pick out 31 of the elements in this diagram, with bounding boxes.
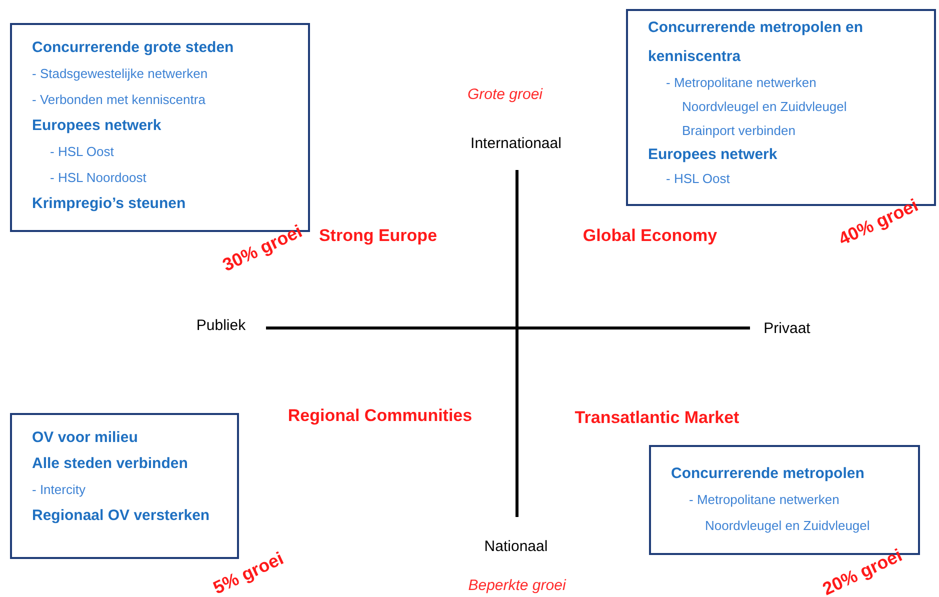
scale-label: Grote groei xyxy=(467,86,543,102)
list-item: - HSL Oost xyxy=(49,143,115,161)
list-item: Noordvleugel en Zuidvleugel xyxy=(681,98,848,116)
axis-label: Internationaal xyxy=(470,134,562,152)
list-item: - Metropolitane netwerken xyxy=(688,491,840,509)
list-item: - HSL Noordoost xyxy=(49,169,148,187)
list-item: - Intercity xyxy=(32,481,86,499)
heading-text: Concurrerende grote steden xyxy=(32,38,235,58)
list-item: - Stadsgewestelijke netwerken xyxy=(32,65,209,83)
heading-text: Europees netwerk xyxy=(648,145,778,165)
heading-text: OV voor milieu xyxy=(32,428,139,448)
axis-label: Privaat xyxy=(764,320,810,336)
list-item: - HSL Oost xyxy=(665,170,731,188)
heading-text: Concurrerende metropolen en kenniscentra xyxy=(648,18,864,67)
scenario-label: Global Economy xyxy=(582,226,718,246)
text-box xyxy=(10,413,239,559)
heading-text: Europees netwerk xyxy=(32,116,162,136)
list-item: - Metropolitane netwerken xyxy=(665,74,818,92)
scenario-label: Strong Europe xyxy=(318,226,438,246)
scale-label: Beperkte groei xyxy=(468,576,566,594)
scenario-label: Regional Communities xyxy=(288,406,472,426)
list-item: Noordvleugel en Zuidvleugel xyxy=(704,517,871,535)
heading-text: Alle steden verbinden xyxy=(32,454,189,474)
list-item: Brainport verbinden xyxy=(681,122,796,140)
axis-label: Publiek xyxy=(196,316,246,334)
list-item: - Verbonden met kenniscentra xyxy=(32,91,206,109)
axis-label: Nationaal xyxy=(484,538,548,554)
heading-text: Krimpregio’s steunen xyxy=(32,194,187,214)
heading-text: Concurrerende metropolen xyxy=(671,464,866,484)
heading-text: Regionaal OV versterken xyxy=(32,506,211,526)
scenario-label: Transatlantic Market xyxy=(574,408,740,428)
